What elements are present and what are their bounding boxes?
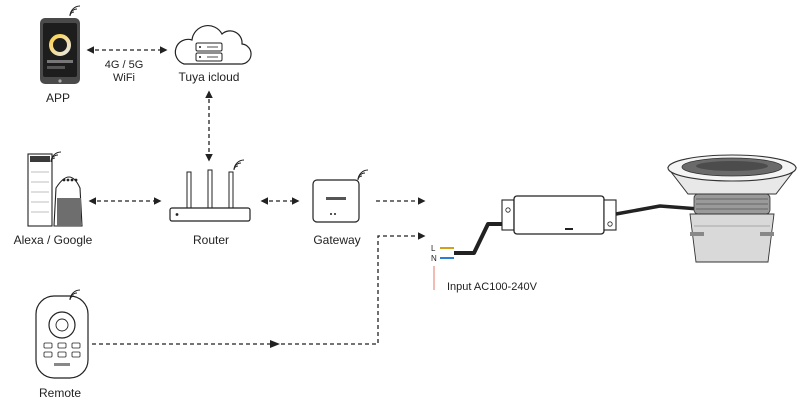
router-label: Router (193, 233, 229, 247)
cloud-server-icon (174, 25, 252, 65)
cloud-label: Tuya icloud (179, 70, 240, 84)
flow-arrow-icon (270, 340, 280, 348)
remote-driver-link (92, 232, 426, 345)
app-cloud-network-label: 4G / 5G (105, 59, 144, 71)
smart-speaker-icon (27, 153, 83, 227)
input-cable (454, 222, 504, 255)
app-label: APP (46, 91, 70, 105)
remote-control-icon (35, 295, 89, 379)
assistant-label: Alexa / Google (14, 233, 93, 247)
downlight-lamp-icon (666, 154, 798, 263)
wifi-signal-icon (69, 289, 81, 301)
power-input-label: Input AC100-240V (447, 281, 538, 293)
live-terminal-label: L (431, 244, 436, 253)
router-icon (169, 169, 251, 222)
wifi-signal-icon (233, 159, 245, 171)
wifi-signal-icon (69, 5, 81, 17)
wifi-signal-icon (357, 169, 369, 181)
remote-label: Remote (39, 386, 81, 400)
app-cloud-wifi-label: WiFi (113, 72, 135, 84)
gateway-label: Gateway (313, 233, 360, 247)
smartphone-icon (40, 18, 80, 84)
gateway-icon (312, 179, 360, 223)
neutral-terminal-label: N (431, 254, 437, 263)
wifi-signal-icon (50, 151, 62, 163)
led-driver-icon (501, 195, 617, 235)
